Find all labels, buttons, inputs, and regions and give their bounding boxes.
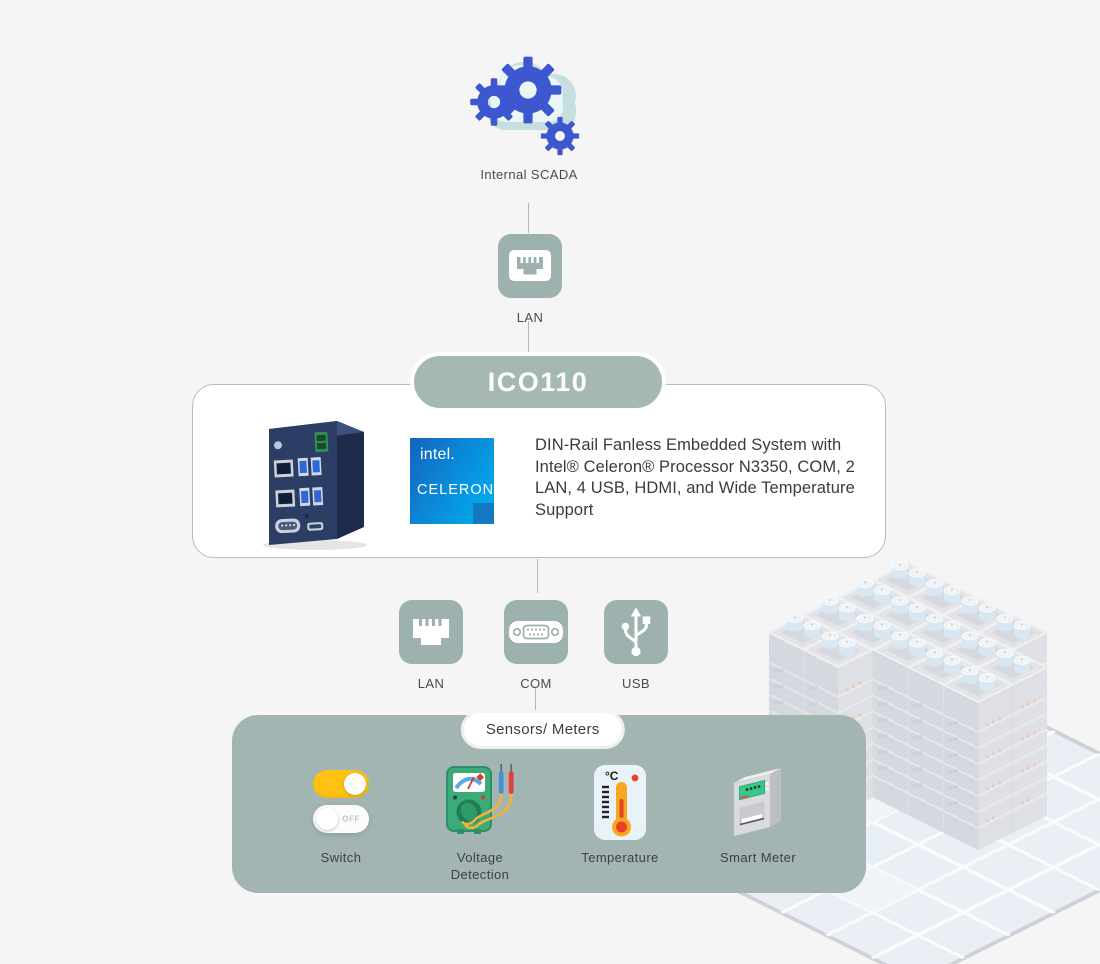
connector-line: [528, 321, 529, 357]
sensor-item-switch: OFF Switch: [283, 755, 399, 867]
sensor-item-temperature: °C Temperature: [562, 755, 678, 867]
uplink-lan-label: LAN: [516, 310, 544, 325]
toggle-knob: [344, 773, 366, 795]
product-box: intel. CELERON DIN-Rail Fanless Embedded…: [192, 384, 886, 558]
port-node-com: COM: [503, 600, 569, 693]
toggle-off: OFF: [313, 805, 369, 833]
port-node-usb: USB: [603, 600, 669, 693]
port-label-usb: USB: [622, 676, 650, 691]
thermometer-icon: °C: [594, 765, 646, 840]
temperature-unit: °C: [605, 769, 619, 783]
product-description: DIN-Rail Fanless Embedded System with In…: [535, 436, 855, 519]
scada-label: Internal SCADA: [480, 167, 578, 182]
scada-node: Internal SCADA: [440, 48, 618, 184]
connector-line: [537, 559, 538, 593]
embedded-pc-image: [263, 421, 367, 550]
multimeter-icon: [446, 764, 514, 834]
sensor-label: Switch: [320, 850, 362, 865]
toggle-knob: [316, 808, 338, 830]
sensor-label: Voltage Detection: [450, 850, 510, 882]
connector-line: [528, 203, 529, 233]
sensor-label: Temperature: [581, 850, 659, 865]
usb-port-icon: [604, 600, 668, 664]
product-name: ICO110: [487, 366, 589, 397]
serial-port-icon: [504, 600, 568, 664]
toggle-off-label: OFF: [342, 814, 360, 824]
product-name-pill: ICO110: [410, 352, 666, 412]
sensor-item-voltage-detection: Voltage Detection: [422, 755, 538, 884]
port-label-com: COM: [520, 676, 552, 691]
port-label-lan: LAN: [417, 676, 445, 691]
celeron-model-text: CELERON: [417, 482, 494, 498]
sensors-title: Sensors/ Meters: [485, 721, 600, 738]
port-node-lan: LAN: [398, 600, 464, 693]
intel-celeron-logo: intel. CELERON: [410, 438, 494, 524]
uplink-lan-node: LAN: [497, 234, 563, 327]
cloud-gears-icon: [470, 56, 580, 156]
intel-brand-text: intel.: [420, 446, 455, 463]
sensors-box: Sensors/ Meters OFF Switch: [232, 713, 866, 893]
sensor-item-smart-meter: Smart Meter: [700, 755, 816, 867]
ethernet-port-icon: [498, 234, 562, 298]
sensors-title-pill: Sensors/ Meters: [463, 713, 622, 746]
toggle-switch-icon: OFF: [313, 770, 369, 833]
sensor-label: Smart Meter: [720, 850, 796, 865]
smart-meter-icon: [733, 768, 781, 837]
ethernet-port-icon: [399, 600, 463, 664]
toggle-on: [313, 770, 369, 798]
logo-corner-block: [473, 503, 494, 524]
connector-line: [535, 688, 536, 715]
